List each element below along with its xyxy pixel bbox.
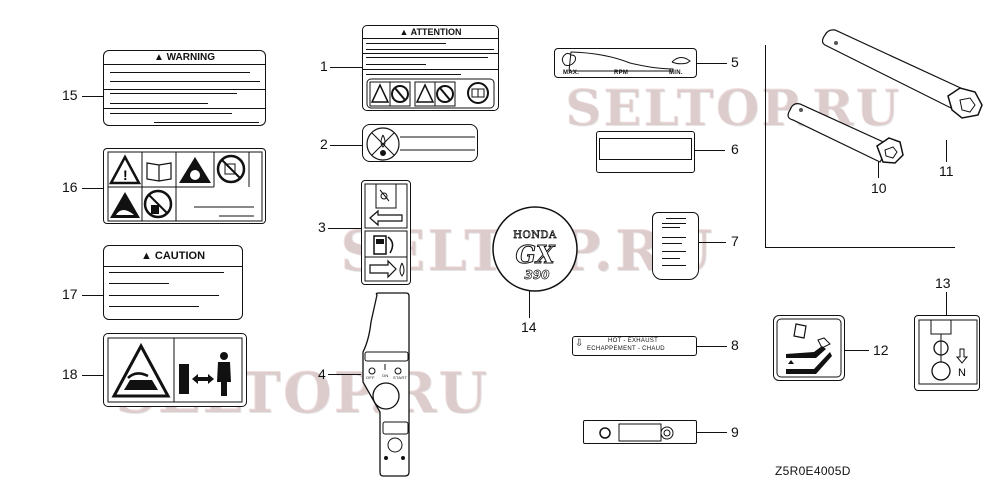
leader-line (699, 242, 726, 244)
callout-10: 10 (871, 180, 887, 196)
attention-header: ATTENTION (410, 27, 462, 37)
hot-surface-label[interactable] (103, 333, 247, 407)
callout-15: 15 (62, 87, 78, 103)
max-text: MAX. (563, 70, 580, 76)
leader-line (946, 140, 948, 162)
exhaust-text-fr: ECHAPPEMENT - CHAUD (587, 346, 665, 352)
leader-line (878, 162, 880, 178)
callout-17: 17 (62, 286, 78, 302)
leader-line (82, 96, 104, 98)
callout-13: 13 (935, 275, 951, 291)
no-fire-label[interactable] (362, 124, 478, 162)
callout-12: 12 (873, 342, 889, 358)
gx-text: GX (515, 240, 555, 269)
callout-4: 4 (318, 366, 326, 382)
callout-3: 3 (318, 219, 326, 235)
attention-pictograms (366, 78, 495, 109)
oil-fill-icon (776, 318, 842, 378)
warning-label[interactable]: ▲ WARNING (103, 50, 266, 126)
plug-wrench-large[interactable] (780, 29, 983, 180)
oil-label[interactable] (583, 420, 697, 444)
fuel-valve-label[interactable]: N (914, 315, 980, 391)
oil-icons (599, 423, 674, 442)
switch-off-text: OFF (366, 375, 375, 380)
leader-line (82, 295, 104, 297)
throttle-label[interactable]: MAX. RPM MIN. (554, 48, 697, 78)
leader-line (330, 67, 362, 69)
leader-line (82, 375, 104, 377)
attention-label[interactable]: ▲ ATTENTION (362, 25, 499, 111)
caution-triangle-icon: ▲ (140, 250, 155, 262)
no-fire-icon (366, 127, 475, 161)
pictogram-icons: ! (107, 151, 263, 222)
callout-18: 18 (62, 366, 78, 382)
fuel-valve-icon: N (918, 319, 978, 385)
svg-text:N: N (958, 367, 966, 379)
callout-6: 6 (731, 141, 739, 157)
leader-line (697, 346, 727, 348)
exhaust-label[interactable]: ⇩ HOT - EXHAUST ECHAPPEMENT - CHAUD (572, 336, 697, 356)
leader-line (529, 290, 531, 318)
blank-label[interactable] (596, 131, 695, 173)
plug-wrench[interactable] (785, 100, 915, 170)
bracket-line (765, 45, 767, 247)
leader-line (697, 432, 727, 434)
leader-line (328, 228, 361, 230)
bracket-line (765, 247, 955, 249)
callout-16: 16 (62, 179, 78, 195)
leader-line (697, 63, 727, 65)
down-arrow-icon: ⇩ (575, 338, 584, 349)
callout-8: 8 (731, 337, 739, 353)
gx390-emblem[interactable]: HONDA GX 390 (490, 205, 580, 295)
min-text: MIN. (669, 70, 683, 76)
choke-fuel-icons (364, 183, 408, 282)
rpm-text: RPM (614, 70, 629, 76)
attention-triangle-icon: ▲ (399, 27, 411, 37)
caution-label[interactable]: ▲ CAUTION (103, 245, 243, 320)
choke-fuel-label[interactable] (361, 180, 411, 285)
svg-text:!: ! (123, 167, 128, 183)
hot-surface-icons (107, 337, 243, 403)
leader-line (695, 150, 725, 152)
exhaust-text-en: HOT - EXHAUST (608, 338, 659, 344)
callout-9: 9 (731, 424, 739, 440)
callout-11: 11 (939, 163, 954, 179)
honda-text: HONDA (513, 230, 557, 241)
warning-header: WARNING (166, 52, 216, 63)
switch-start-text: START (393, 375, 408, 380)
leader-line (845, 350, 869, 352)
diagram-code: Z5R0E4005D (775, 464, 851, 478)
caution-header: CAUTION (154, 250, 206, 262)
switch-on-text: ON (382, 373, 389, 378)
pictogram-label[interactable]: ! (103, 148, 266, 224)
throttle-icons (561, 51, 691, 72)
leader-line (328, 374, 361, 376)
leader-line (82, 188, 104, 190)
switch-panel-label[interactable] (355, 292, 415, 482)
390-text: 390 (524, 268, 549, 282)
callout-1: 1 (320, 58, 328, 74)
instruction-label[interactable] (652, 212, 699, 280)
callout-2: 2 (320, 136, 328, 152)
leader-line (330, 145, 362, 147)
callout-14: 14 (521, 319, 537, 335)
callout-7: 7 (731, 233, 739, 249)
warning-triangle-icon: ▲ (153, 52, 167, 63)
oil-fill-label[interactable] (773, 315, 845, 381)
callout-5: 5 (731, 54, 739, 70)
leader-line (946, 292, 948, 316)
